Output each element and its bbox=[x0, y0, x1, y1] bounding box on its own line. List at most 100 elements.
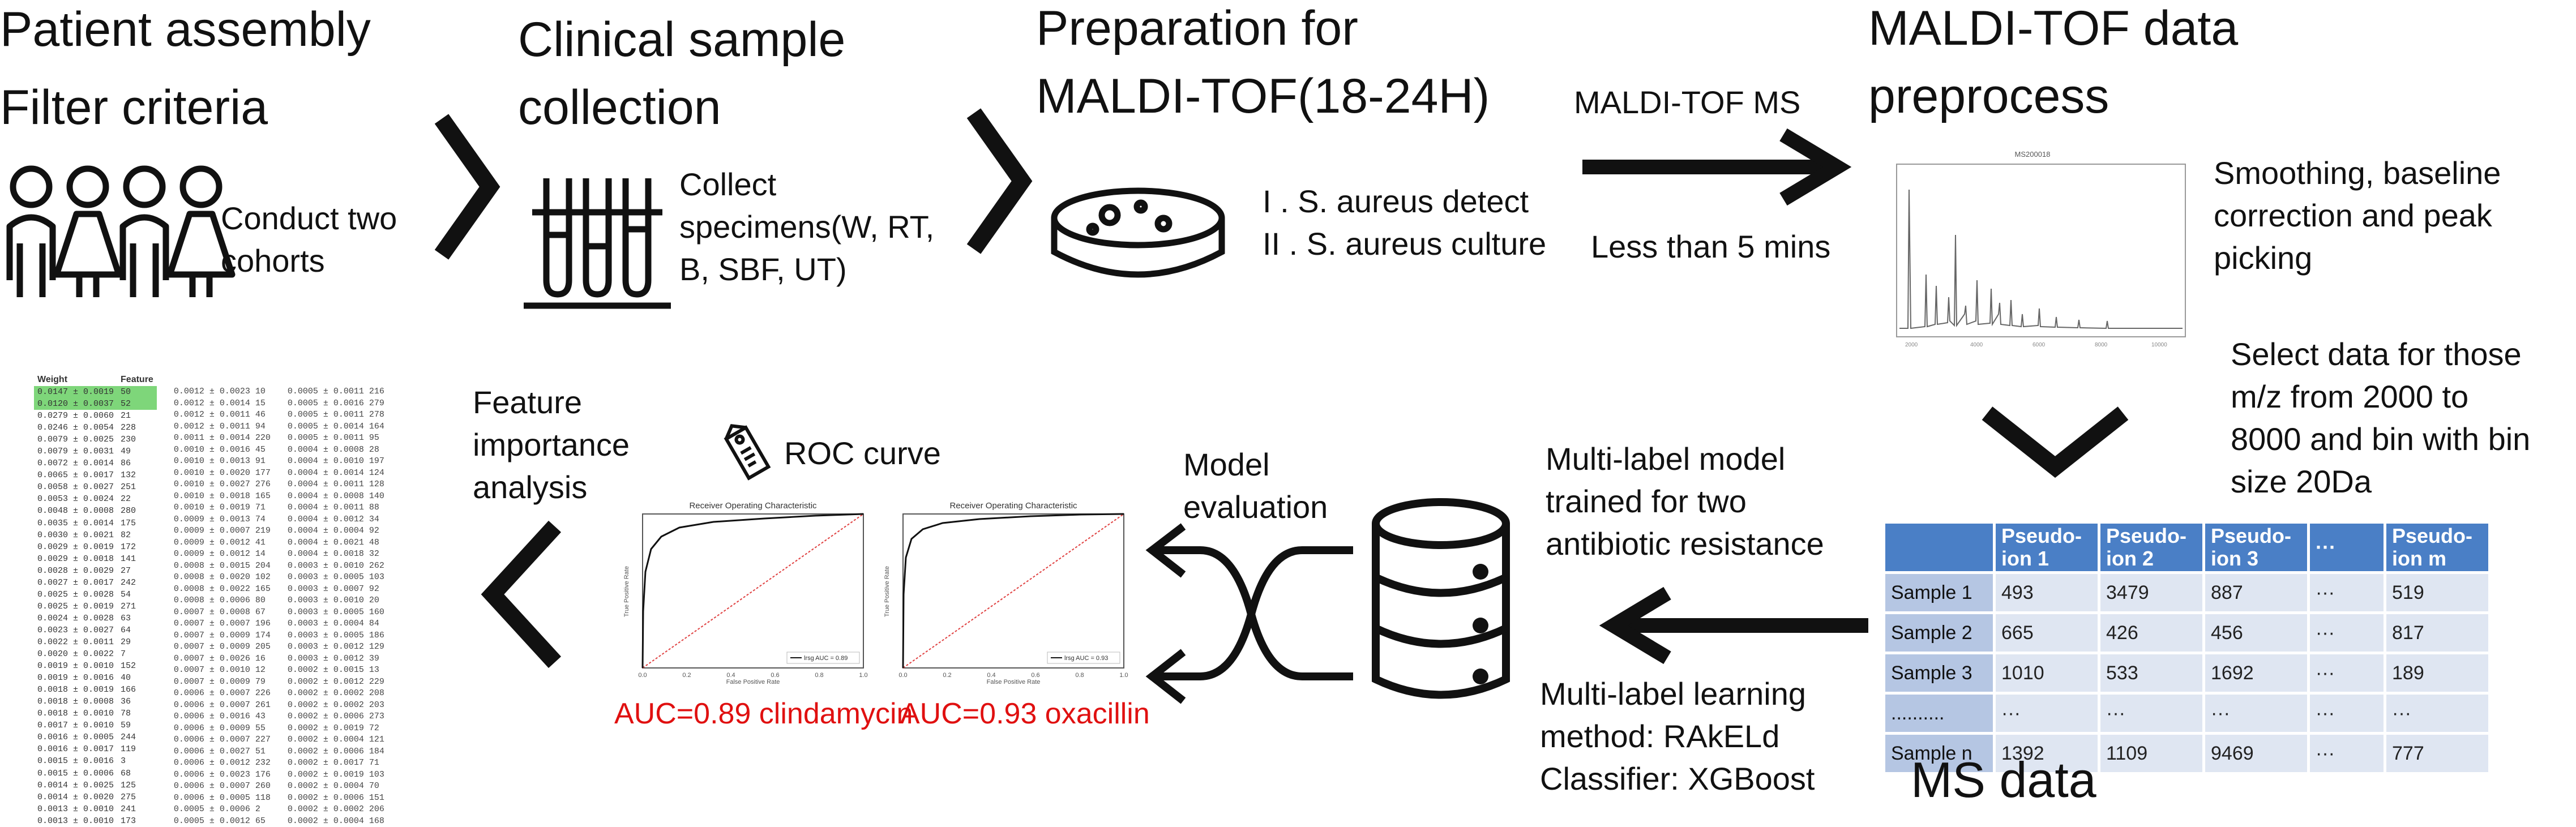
fi-cell: 0.0019 ± 0.0016 bbox=[34, 672, 117, 684]
ms-cell: ··· bbox=[2310, 654, 2384, 692]
petri-dish-icon bbox=[1047, 184, 1229, 292]
fi-cell: 0.0003 ± 0.0012 129 bbox=[288, 641, 384, 653]
model-method-line2: method: RAkELd bbox=[1540, 716, 1779, 757]
fi-cell: 0.0007 ± 0.0010 12 bbox=[174, 665, 271, 676]
roc-tick-label: 0.0 bbox=[638, 672, 647, 679]
prep-item1: I . S. aureus detect bbox=[1263, 181, 1529, 222]
model-title-line1: Multi-label model bbox=[1546, 439, 1785, 479]
feature-line2: importance bbox=[473, 425, 630, 465]
fi-cell: 0.0004 ± 0.0008 140 bbox=[288, 491, 384, 503]
fi-cell: 0.0027 ± 0.0017 bbox=[34, 577, 117, 589]
roc-tick-label: 0.4 bbox=[726, 672, 735, 679]
clinical-desc-line3: B, SBF, UT) bbox=[679, 249, 847, 290]
fi-cell: 271 bbox=[117, 601, 157, 612]
fi-cell: 78 bbox=[117, 708, 157, 719]
fi-cell: 0.0029 ± 0.0018 bbox=[34, 553, 117, 565]
model-method-line1: Multi-label learning bbox=[1540, 674, 1806, 714]
fi-cell: 0.0015 ± 0.0006 bbox=[34, 768, 117, 779]
fi-cell: 0.0002 ± 0.0006 151 bbox=[288, 792, 384, 804]
fi-cell: 0.0018 ± 0.0008 bbox=[34, 696, 117, 708]
fi-cell: 82 bbox=[117, 529, 157, 541]
fi-cell: 172 bbox=[117, 541, 157, 553]
fi-cell: 0.0007 ± 0.0008 67 bbox=[174, 607, 271, 619]
ms-cell: ··· bbox=[2310, 695, 2384, 732]
ms-cell: 1109 bbox=[2100, 735, 2202, 772]
feature-line1: Feature bbox=[473, 382, 582, 423]
fi-cell: 0.0006 ± 0.0007 261 bbox=[174, 700, 271, 712]
evaluation-line2: evaluation bbox=[1183, 487, 1328, 528]
fi-cell: 0.0007 ± 0.0009 205 bbox=[174, 641, 271, 653]
fi-cell: 0.0002 ± 0.0006 273 bbox=[288, 711, 384, 723]
fi-cell: 0.0003 ± 0.0007 92 bbox=[288, 584, 384, 595]
fi-cell: 0.0010 ± 0.0016 45 bbox=[174, 444, 271, 456]
fi-cell: 0.0029 ± 0.0019 bbox=[34, 541, 117, 553]
ms-cell: 1010 bbox=[1996, 654, 2098, 692]
fi-cell: 173 bbox=[117, 815, 157, 827]
ms-data-caption: MS data bbox=[1911, 753, 2096, 807]
fi-cell: 0.0004 ± 0.0021 48 bbox=[288, 537, 384, 549]
fi-cell: 0.0008 ± 0.0006 80 bbox=[174, 595, 271, 607]
fi-cell: 0.0065 ± 0.0017 bbox=[34, 469, 117, 481]
fi-cell: 0.0020 ± 0.0022 bbox=[34, 648, 117, 660]
database-icon bbox=[1367, 498, 1514, 708]
prep-title-line1: Preparation for bbox=[1036, 0, 1358, 57]
fi-cell: 0.0002 ± 0.0012 229 bbox=[288, 676, 384, 688]
fi-cell: 0.0025 ± 0.0028 bbox=[34, 589, 117, 601]
arrow-left-icon bbox=[1602, 589, 1874, 662]
fi-cell: 275 bbox=[117, 791, 157, 803]
fi-cell: 141 bbox=[117, 553, 157, 565]
chevron-right-icon bbox=[968, 108, 1030, 255]
fi-cell: 0.0030 ± 0.0021 bbox=[34, 529, 117, 541]
fi-cell: 0.0002 ± 0.0004 70 bbox=[288, 781, 384, 792]
select-line2: m/z from 2000 to bbox=[2231, 376, 2468, 417]
ms-cell: 456 bbox=[2205, 614, 2307, 652]
fi-cell: 52 bbox=[117, 398, 157, 410]
fi-cell: 0.0004 ± 0.0011 88 bbox=[288, 502, 384, 514]
fi-cell: 21 bbox=[117, 410, 157, 422]
fi-cell: 0.0018 ± 0.0010 bbox=[34, 708, 117, 719]
roc-tick-label: 0.6 bbox=[1031, 672, 1039, 679]
ms-cell: 777 bbox=[2386, 735, 2488, 772]
fi-cell: 0.0008 ± 0.0020 102 bbox=[174, 572, 271, 584]
fi-cell: 132 bbox=[117, 469, 157, 481]
fi-cell: 0.0016 ± 0.0017 bbox=[34, 743, 117, 755]
prep-item2: II . S. aureus culture bbox=[1263, 224, 1546, 264]
ms-row-label: Sample 2 bbox=[1885, 614, 1993, 652]
preprocess-desc-line3: picking bbox=[2214, 238, 2312, 278]
svg-text:2000: 2000 bbox=[1905, 342, 1918, 348]
fi-cell: 0.0009 ± 0.0012 41 bbox=[174, 537, 271, 549]
fi-cell: 0.0010 ± 0.0018 165 bbox=[174, 491, 271, 503]
fi-cell: 0.0006 ± 0.0023 176 bbox=[174, 769, 271, 781]
fi-cell: 0.0147 ± 0.0019 bbox=[34, 386, 117, 398]
ms-table-header: ··· bbox=[2310, 524, 2384, 571]
chevron-left-icon bbox=[478, 521, 563, 668]
select-line1: Select data for those bbox=[2231, 334, 2522, 375]
roc-tick-label: 1.0 bbox=[1119, 672, 1128, 679]
fi-cell: 0.0006 ± 0.0005 118 bbox=[174, 792, 271, 804]
roc-tick-label: 0.0 bbox=[898, 672, 907, 679]
fi-cell: 36 bbox=[117, 696, 157, 708]
ms-table-header: Pseudo-ion m bbox=[2386, 524, 2488, 571]
ms-cell: ··· bbox=[2100, 695, 2202, 732]
fi-cell: 241 bbox=[117, 803, 157, 815]
fi-cell: 0.0002 ± 0.0004 168 bbox=[288, 816, 384, 827]
ms-cell: ··· bbox=[2205, 695, 2307, 732]
fi-cell: 0.0005 ± 0.0016 279 bbox=[288, 398, 384, 410]
